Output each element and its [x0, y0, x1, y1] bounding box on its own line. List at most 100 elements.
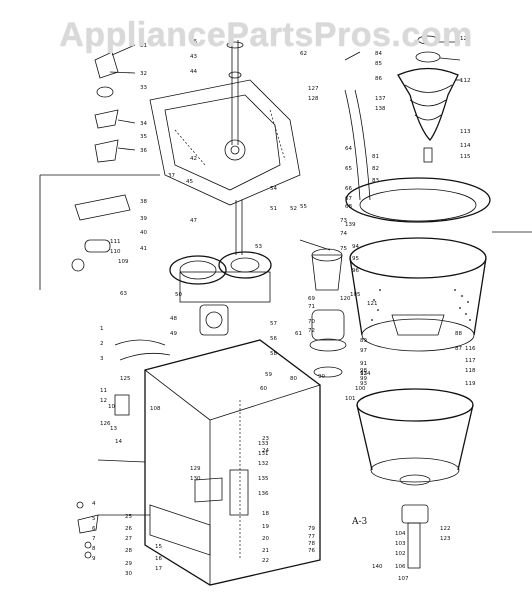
callout-85: 85 — [375, 61, 382, 67]
callout-6: 6 — [92, 526, 96, 532]
callout-18: 18 — [262, 511, 269, 517]
callout-52: 52 — [290, 206, 297, 212]
callout-41: 41 — [140, 246, 147, 252]
callout-37: 37 — [168, 173, 175, 179]
callout-3: 3 — [100, 356, 104, 362]
callout-130: 130 — [190, 476, 201, 482]
callout-26: 26 — [125, 526, 132, 532]
left-hose-parts — [114, 339, 171, 416]
callout-28: 28 — [125, 548, 132, 554]
callout-63: 63 — [120, 291, 127, 297]
callout-2: 2 — [100, 341, 104, 347]
callout-88: 88 — [455, 331, 462, 337]
callout-128: 128 — [308, 96, 319, 102]
callout-125: 125 — [120, 376, 131, 382]
callout-8: 8 — [92, 546, 96, 552]
callout-89: 89 — [360, 338, 367, 344]
callout-140: 140 — [372, 564, 383, 570]
callout-62: 62 — [300, 51, 307, 57]
callout-92: 92 — [360, 371, 367, 377]
callout-77: 77 — [308, 534, 315, 540]
callout-72: 72 — [308, 328, 315, 334]
callout-134: 134 — [360, 371, 371, 377]
callout-33: 33 — [140, 85, 147, 91]
callout-108: 108 — [150, 406, 161, 412]
callout-15: 15 — [155, 544, 162, 550]
callout-124: 124 — [460, 36, 471, 42]
callout-107: 107 — [398, 576, 409, 582]
callout-58: 58 — [270, 351, 277, 357]
callout-25: 25 — [125, 514, 132, 520]
callout-16: 16 — [155, 556, 162, 562]
callout-95: 95 — [352, 256, 359, 262]
left-small-parts — [71, 51, 131, 272]
callout-78: 78 — [308, 541, 315, 547]
callout-119: 119 — [465, 381, 476, 387]
callout-126: 126 — [100, 421, 111, 427]
callout-99: 99 — [360, 376, 367, 382]
callout-81: 81 — [372, 154, 379, 160]
leader-lines — [97, 41, 462, 516]
callout-10: 10 — [108, 404, 115, 410]
callout-36: 36 — [140, 148, 147, 154]
callout-69: 69 — [308, 296, 315, 302]
transmission-assembly — [169, 200, 272, 336]
cabinet — [144, 339, 321, 586]
callout-74: 74 — [340, 231, 347, 237]
callout-42: 42 — [190, 156, 197, 162]
callout-5: 5 — [92, 516, 96, 522]
callout-113: 113 — [460, 129, 471, 135]
callout-101: 101 — [345, 396, 356, 402]
callout-22: 22 — [262, 558, 269, 564]
callout-7: 7 — [92, 536, 96, 542]
callout-93: 93 — [360, 381, 367, 387]
callout-64: 64 — [345, 146, 352, 152]
callout-131: 131 — [258, 451, 269, 457]
callout-51: 51 — [270, 206, 277, 212]
callout-21: 21 — [262, 548, 269, 554]
callout-84: 84 — [375, 51, 382, 57]
top-base-plate — [149, 40, 301, 206]
callout-19: 19 — [262, 524, 269, 530]
callout-137: 137 — [375, 96, 386, 102]
callout-54: 54 — [270, 186, 277, 192]
callout-138: 138 — [375, 106, 386, 112]
callout-114: 114 — [460, 143, 471, 149]
callout-120: 120 — [340, 296, 351, 302]
callout-102: 102 — [395, 551, 406, 557]
callout-60: 60 — [260, 386, 267, 392]
callout-79: 79 — [308, 526, 315, 532]
callout-82: 82 — [372, 166, 379, 172]
callout-53: 53 — [255, 244, 262, 250]
callout-65: 65 — [345, 166, 352, 172]
callout-57: 57 — [270, 321, 277, 327]
callout-39: 39 — [140, 216, 147, 222]
callout-70: 70 — [308, 319, 315, 325]
callout-34: 34 — [140, 121, 147, 127]
callout-105: 105 — [350, 292, 361, 298]
callout-91: 91 — [360, 361, 367, 367]
callout-76: 76 — [308, 548, 315, 554]
tub-assembly — [345, 177, 491, 352]
callout-40: 40 — [140, 230, 147, 236]
callout-38: 38 — [140, 199, 147, 205]
callout-100: 100 — [355, 386, 366, 392]
callout-115: 115 — [460, 154, 471, 160]
callout-9: 9 — [92, 556, 96, 562]
callout-67: 67 — [345, 196, 352, 202]
callout-80: 80 — [290, 376, 297, 382]
callout-27: 27 — [125, 536, 132, 542]
callout-132: 132 — [258, 461, 269, 467]
callout-71: 71 — [308, 304, 315, 310]
bottom-left-hardware — [76, 501, 99, 559]
callout-32: 32 — [140, 71, 147, 77]
callout-127: 127 — [308, 86, 319, 92]
figure-label: A-3 — [351, 517, 368, 527]
callout-136: 136 — [258, 491, 269, 497]
callout-47: 47 — [190, 218, 197, 224]
callout-94: 94 — [352, 244, 359, 250]
callout-44: 44 — [190, 69, 197, 75]
callout-133: 133 — [258, 441, 269, 447]
callout-73: 73 — [340, 218, 347, 224]
callout-87: 87 — [455, 346, 462, 352]
